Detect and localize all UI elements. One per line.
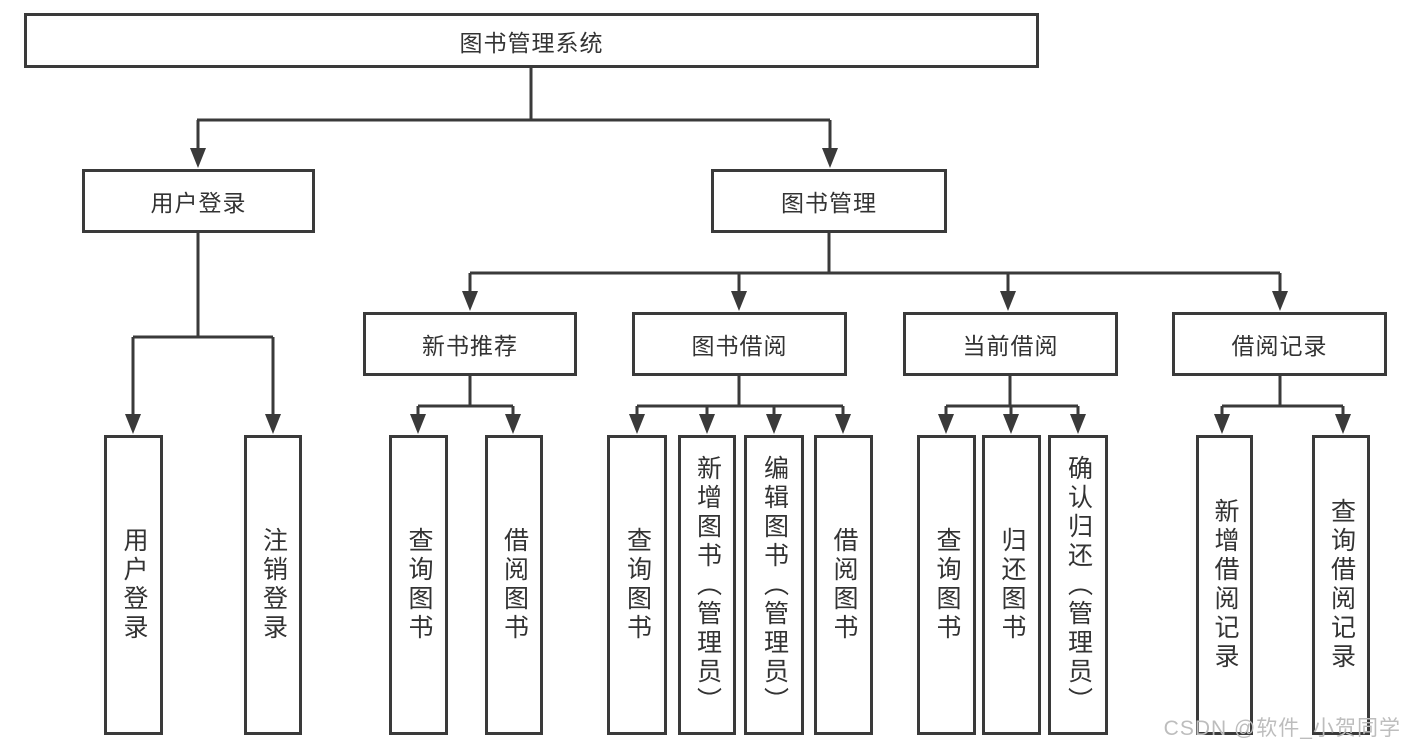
node-new-book-recommend: 新书推荐 — [363, 312, 577, 376]
arrowheads — [125, 148, 1351, 434]
node-confirm-return-admin: 确认归还（管理员） — [1048, 435, 1108, 735]
node-add-borrow-record-label: 新增借阅记录 — [1211, 498, 1239, 672]
node-logout-label: 注销登录 — [259, 527, 288, 643]
node-add-books-admin: 新增图书（管理员） — [678, 435, 736, 735]
node-return-books-label: 归还图书 — [998, 527, 1026, 643]
node-book-management: 图书管理 — [711, 169, 947, 233]
node-borrow-books-nb: 借阅图书 — [485, 435, 543, 735]
node-query-books-nb: 查询图书 — [389, 435, 448, 735]
node-borrowing-records: 借阅记录 — [1172, 312, 1387, 376]
node-edit-books-admin: 编辑图书（管理员） — [744, 435, 804, 735]
node-borrow-books-nb-label: 借阅图书 — [500, 527, 529, 643]
node-query-books-bb-label: 查询图书 — [623, 527, 652, 643]
node-current-borrowing: 当前借阅 — [903, 312, 1118, 376]
node-query-books-cb-label: 查询图书 — [933, 527, 961, 643]
node-edit-books-admin-label: 编辑图书（管理员） — [760, 454, 789, 716]
node-add-borrow-record: 新增借阅记录 — [1196, 435, 1253, 735]
node-query-books-nb-label: 查询图书 — [405, 527, 433, 643]
node-book-borrowing: 图书借阅 — [632, 312, 847, 376]
node-query-borrow-record-label: 查询借阅记录 — [1327, 498, 1356, 672]
node-query-books-cb: 查询图书 — [917, 435, 976, 735]
node-library-management-system: 图书管理系统 — [24, 13, 1039, 68]
node-query-borrow-record: 查询借阅记录 — [1312, 435, 1370, 735]
watermark: CSDN @软件_小贺同学 — [1163, 717, 1401, 740]
node-return-books: 归还图书 — [982, 435, 1041, 735]
node-confirm-return-admin-label: 确认归还（管理员） — [1064, 454, 1093, 716]
node-user-login-label: 用户登录 — [120, 527, 148, 643]
node-borrow-books-bb-label: 借阅图书 — [830, 527, 858, 643]
node-add-books-admin-label: 新增图书（管理员） — [693, 454, 722, 716]
node-query-books-bb: 查询图书 — [607, 435, 667, 735]
node-user-login: 用户登录 — [104, 435, 163, 735]
node-borrow-books-bb: 借阅图书 — [814, 435, 873, 735]
node-logout: 注销登录 — [244, 435, 302, 735]
node-user-login-group: 用户登录 — [82, 169, 315, 233]
